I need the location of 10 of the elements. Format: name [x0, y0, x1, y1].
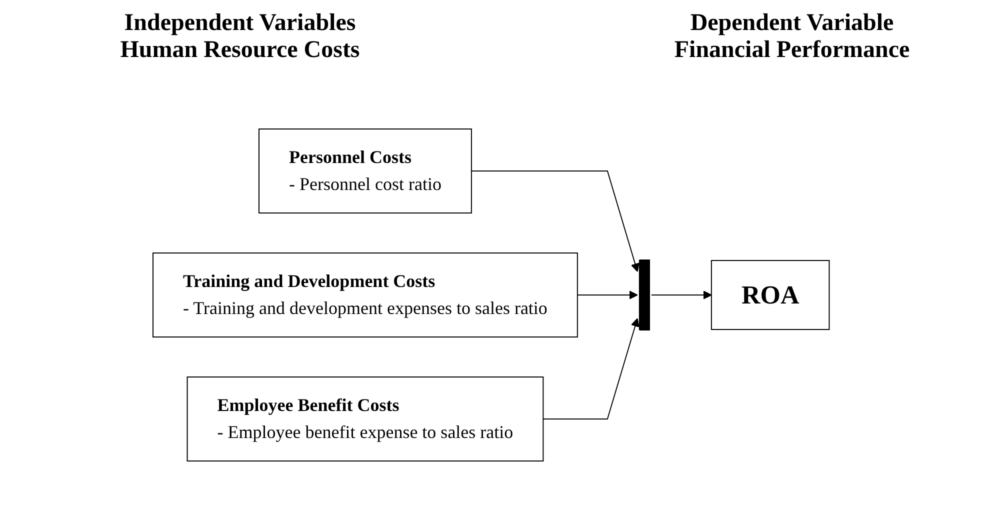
arrow — [470, 170, 640, 272]
arrow — [542, 318, 640, 420]
node-box: Personnel Costs - Personnel cost ratio — [258, 128, 472, 214]
column-heading: Independent Variables Human Resource Costs — [119, 10, 361, 64]
arrow — [650, 290, 712, 300]
node-box: Employee Benefit Costs - Employee benefit expense to sales ratio — [186, 376, 544, 462]
column-heading: Dependent Variable Financial Performance — [673, 10, 911, 64]
arrow — [576, 290, 638, 300]
node-box: Training and Development Costs - Training and development expenses to sales ratio — [152, 252, 578, 338]
node-box: ROA — [710, 260, 830, 330]
